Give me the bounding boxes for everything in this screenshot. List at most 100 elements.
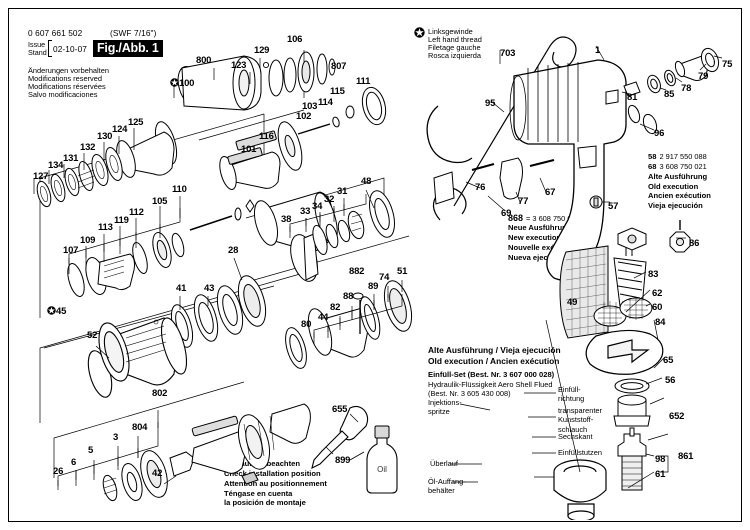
callout-80: 80 — [301, 319, 311, 330]
callout-number: 106 — [287, 34, 303, 45]
old-exec-ref-58: 58 — [648, 152, 657, 161]
callout-1: 1 — [595, 45, 600, 56]
callout-31: 31 — [337, 186, 347, 197]
disclaimer-es: Salvo modificaciones — [28, 90, 98, 99]
callout-number: 107 — [63, 245, 79, 256]
order-code: 0 607 661 502 — [28, 28, 83, 38]
legend-left-thread-en: Left hand thread — [428, 35, 482, 44]
callout-number: 33 — [300, 206, 311, 217]
fill-set-leaders-right — [524, 392, 556, 478]
callout-61: 61 — [655, 469, 665, 480]
callout-83: 83 — [648, 269, 658, 280]
callout-60: 60 — [652, 302, 662, 313]
callout-74: 74 — [379, 272, 389, 283]
callout-number: 60 — [652, 302, 663, 313]
callout-number: 800 — [196, 55, 212, 66]
new-exec-fr: Nouvelle exécution 868 — [508, 242, 592, 252]
callout-number: 98 — [655, 454, 666, 465]
callout-number: 41 — [176, 283, 187, 294]
callout-number: 5 — [88, 445, 94, 456]
callout-number: 26 — [53, 466, 64, 477]
callout-119: 119 — [114, 215, 129, 226]
callout-69: 69 — [501, 208, 511, 219]
callout-861: 861 — [678, 451, 693, 462]
callout-number: 129 — [254, 45, 270, 56]
callout-number: 132 — [80, 142, 96, 153]
callout-syringe: Injektions- spritze — [428, 398, 462, 417]
callout-110: 110 — [172, 184, 187, 195]
callout-hexagon: Sechskant — [558, 432, 593, 441]
callout-703: 703 — [500, 48, 515, 59]
callout-88: 88 — [343, 291, 353, 302]
sheet-border — [8, 8, 742, 522]
right-assembly-drawing — [426, 36, 723, 520]
issue-brace-top — [48, 40, 52, 41]
star-icon — [170, 78, 179, 87]
disclaimer-fr: Modifications réservées — [28, 82, 106, 91]
callout-882: 882 — [349, 266, 364, 277]
callout-number: 114 — [318, 97, 333, 108]
callout-34: 34 — [312, 201, 322, 212]
model-code: (SWF 7/16") — [110, 28, 157, 38]
callout-number: 88 — [343, 291, 354, 302]
callout-number: 52 — [87, 330, 98, 341]
callout-number: 80 — [301, 319, 312, 330]
issue-brace-bottom — [48, 56, 52, 57]
callout-number: 109 — [80, 235, 96, 246]
fill-set-fluid-1: Hydraulik-Flüssigkeit Aero Shell Flued — [428, 379, 553, 389]
callout-number: 57 — [608, 201, 619, 212]
old-exec-en: Old execution — [648, 181, 699, 191]
callout-102: 102 — [296, 111, 311, 122]
callout-number: 127 — [33, 171, 49, 182]
new-execution-block: 868 = 3 608 750 042 Neue Ausführung New … — [508, 213, 592, 263]
callout-number: 101 — [241, 144, 257, 155]
callout-number: 38 — [281, 214, 292, 225]
install-note-es-1: Téngase en cuenta — [224, 488, 293, 498]
callout-number: 116 — [259, 131, 274, 142]
callout-130: 130 — [97, 131, 112, 142]
callout-45: 45 — [47, 306, 66, 317]
callout-number: 111 — [356, 76, 371, 87]
callout-125: 125 — [128, 117, 143, 128]
callout-number: 110 — [172, 184, 187, 195]
callout-number: 61 — [655, 469, 666, 480]
callout-3: 3 — [113, 432, 118, 443]
callout-number: 84 — [655, 317, 666, 328]
callout-38: 38 — [281, 214, 291, 225]
callout-800: 800 — [196, 55, 211, 66]
callout-number: 100 — [179, 78, 195, 89]
callout-number: 82 — [330, 302, 341, 313]
callout-number: 131 — [63, 153, 79, 164]
callout-89: 89 — [368, 281, 378, 292]
callout-number: 77 — [518, 196, 529, 207]
callout-6: 6 — [71, 457, 76, 468]
callout-86: 86 — [689, 238, 699, 249]
callout-number: 96 — [654, 128, 665, 139]
callout-655: 655 — [332, 404, 348, 415]
callout-112: 112 — [129, 207, 144, 218]
callout-41: 41 — [176, 283, 186, 294]
new-exec-de: Neue Ausführung — [508, 223, 572, 233]
callout-28: 28 — [228, 245, 238, 256]
legend-left-thread-de: Linksgewinde — [428, 27, 473, 36]
callout-number: 49 — [567, 297, 578, 308]
callout-number: 861 — [678, 451, 694, 462]
new-exec-es: Nueva ejecución — [508, 252, 568, 262]
callout-807: 807 — [331, 61, 346, 72]
old-exec-es: Vieja ejecución — [648, 201, 703, 211]
fill-set-leaders — [450, 403, 491, 483]
new-exec-en: New execution — [508, 233, 562, 243]
callout-number: 34 — [312, 201, 323, 212]
callout-number: 67 — [545, 187, 556, 198]
callout-111: 111 — [356, 76, 370, 87]
callout-134: 134 — [48, 160, 63, 171]
callout-fill-direction: Einfüll- richtung — [558, 385, 585, 404]
callout-number: 65 — [663, 355, 674, 366]
callout-26: 26 — [53, 466, 63, 477]
callout-number: 102 — [296, 111, 312, 122]
callout-52: 52 — [87, 330, 97, 341]
callout-number: 74 — [379, 272, 390, 283]
oil-bottle-leader — [350, 451, 365, 461]
callout-overflow: Überlauf — [430, 459, 458, 468]
callout-124: 124 — [112, 124, 127, 135]
